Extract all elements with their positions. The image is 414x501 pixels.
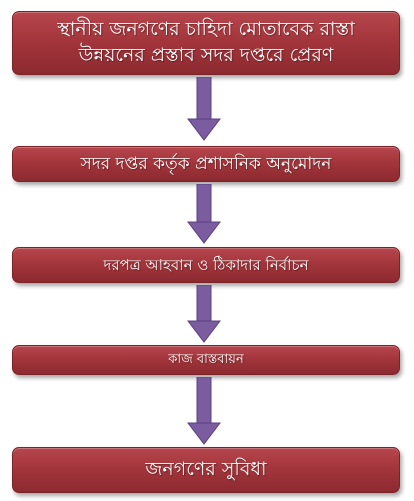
flow-step-5: জনগণের সুবিধা xyxy=(12,447,400,493)
flow-step-4: কাজ বাস্তবায়ন xyxy=(12,345,400,375)
flow-step-1: স্থানীয় জনগণের চাহিদা মোতাবেক রাস্তা উন… xyxy=(12,11,400,75)
down-arrow-icon xyxy=(187,77,221,141)
flow-step-2: সদর দপ্তর কর্তৃক প্রশাসনিক অনুমোদন xyxy=(12,146,400,182)
down-arrow-icon xyxy=(187,285,221,343)
flow-step-3: দরপত্র আহবান ও ঠিকাদার নির্বাচন xyxy=(12,247,400,283)
down-arrow-icon xyxy=(187,184,221,244)
down-arrow-icon xyxy=(187,377,221,445)
